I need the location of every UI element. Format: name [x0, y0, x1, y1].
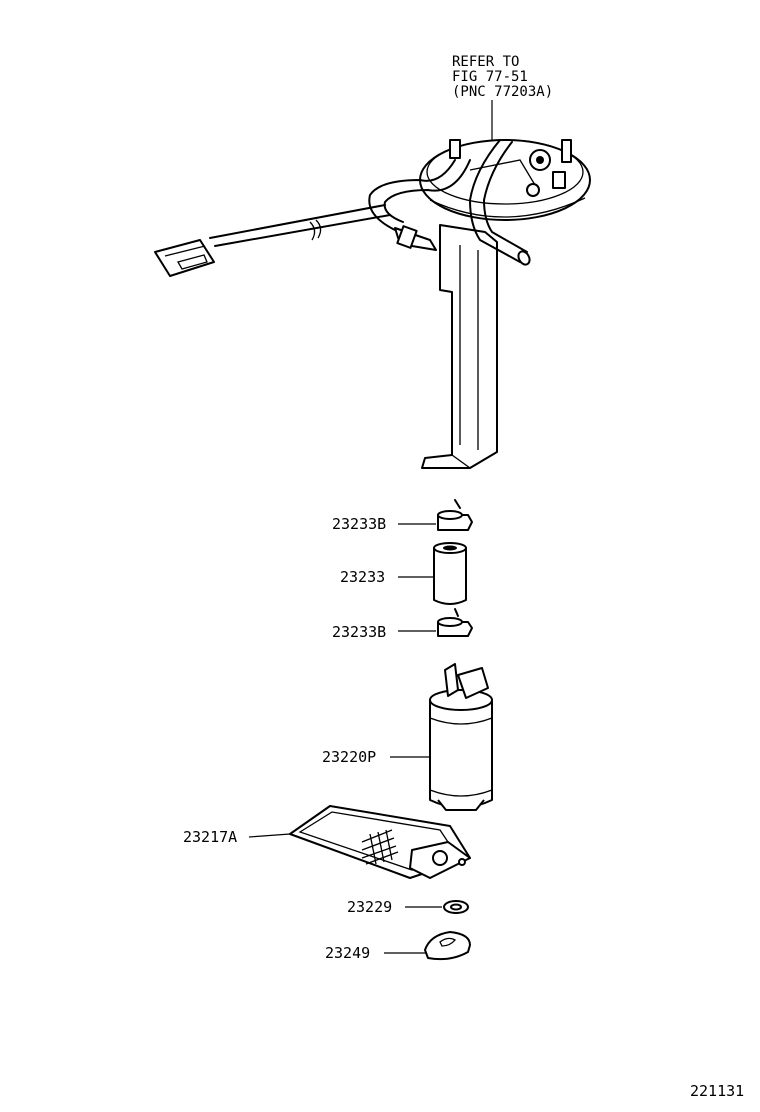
part-label-23217a: 23217A [183, 828, 237, 846]
part-label-23233b-upper: 23233B [332, 515, 386, 533]
part-23249-clip: 23249 [325, 931, 471, 962]
diagram-id: 221131 [690, 1082, 744, 1100]
part-label-23233: 23233 [340, 568, 385, 586]
reference-note: REFER TO FIG 77-51 (PNC 77203A) [452, 54, 553, 150]
part-23233b-lower: 23233B [332, 608, 473, 641]
reference-note-line3: (PNC 77203A) [452, 84, 553, 100]
pump-terminal [457, 667, 489, 699]
part-label-23233b-lower: 23233B [332, 623, 386, 641]
part-23217a-filter: 23217A [183, 805, 471, 879]
pump-outlet [444, 663, 459, 697]
part-23233b-upper: 23233B [332, 499, 473, 533]
wire-harness [214, 214, 391, 247]
part-label-23220p: 23220P [322, 748, 376, 766]
fuel-pump-bracket-assembly [154, 139, 591, 469]
reference-note-line2: FIG 77-51 [452, 69, 528, 85]
part-23233-hose: 23233 [340, 542, 467, 605]
reference-note-line1: REFER TO [452, 54, 519, 70]
part-23229-washer: 23229 [347, 898, 469, 916]
filter-mesh [361, 829, 399, 865]
part-23220p-fuel-pump: 23220P [322, 663, 493, 811]
part-label-23229: 23229 [347, 898, 392, 916]
return-tube [368, 159, 456, 231]
feed-tube [469, 139, 521, 263]
pump-body [429, 699, 493, 809]
part-label-23249: 23249 [325, 944, 370, 962]
electrical-connector [154, 239, 215, 277]
